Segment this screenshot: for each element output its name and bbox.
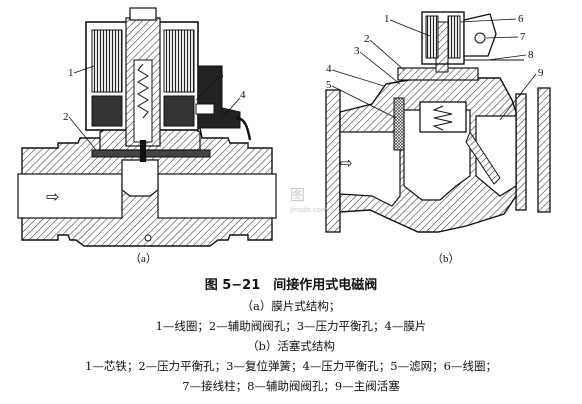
callout-b-4: 4 [326,63,332,75]
sublabel-a: （a） [130,252,157,265]
leader-b-4 [331,69,385,87]
callout-b-9: 9 [538,67,544,79]
valve-a-coil-right [163,29,195,93]
valve-a-coil-left [91,29,123,93]
callout-a-1: 1 [68,67,74,79]
flow-arrow-a: ⇨ [46,187,59,206]
callout-b-1: 1 [384,13,390,25]
diagram-b-piston-valve: ⇨ 1 2 3 4 5 6 7 8 9 （b） [325,11,551,265]
valve-b-right-flange-inner [515,93,527,211]
watermark-mark: 图 [290,186,306,204]
callout-b-3: 3 [354,45,360,57]
valve-b-partition [465,130,501,185]
valve-b-right-flange-outer [537,87,551,213]
valve-b-coil-left [425,15,439,59]
leader-b-1 [389,19,431,37]
callout-b-7: 7 [520,31,526,43]
watermark-site: jinsde.com [290,206,328,214]
valve-a-lead-plate [195,103,215,115]
diagram-a-diaphragm-valve: ⇨ 1 2 3 4 （a） [17,7,277,265]
leader-a-2 [68,116,97,151]
valve-a-yoke-right [163,95,195,127]
leader-a-4 [221,97,241,119]
valve-b-outlet-channel [475,115,517,197]
leader-b-8 [487,54,527,61]
callout-b-5: 5 [326,79,332,91]
valve-a-plunger [133,59,153,143]
caption-b-parts-line2: 7—接线柱；8—辅助阀阀孔；9—主阀活塞 [182,379,400,393]
figure-canvas: ⇨ 1 2 3 4 （a） [17,7,551,265]
leader-b-7 [485,36,519,39]
valve-a-top-nut [129,7,157,21]
valve-a-drain-hole [144,234,152,242]
callout-a-2: 2 [63,111,69,123]
valve-a-yoke-left [91,95,123,127]
valve-b-filter-screen [393,97,405,151]
valve-a-diaphragm [91,149,211,158]
valve-b-coil-right [447,15,461,59]
leader-a-1 [73,65,95,74]
valve-b-terminal-post [474,32,486,44]
valve-a-seat-passage [121,159,159,197]
leader-b-9 [499,73,537,121]
caption-b-parts-line1: 1—芯铁；2—压力平衡孔；3—复位弹簧；4—压力平衡孔；5—滤网；6—线圈； [85,359,497,373]
callout-a-3: 3 [218,69,224,81]
callout-b-2: 2 [364,33,370,45]
leader-a-3 [195,77,219,101]
valve-b-return-spring [432,105,453,131]
sublabel-b: （b） [432,252,460,265]
valve-a-inlet-bore [17,173,123,219]
callout-b-8: 8 [528,49,534,61]
caption-a-heading: （a）膜片式结构； [241,299,341,313]
callout-b-6: 6 [518,13,524,25]
caption-b-heading: （b）活塞式结构 [247,339,335,353]
valve-a-pilot-needle [140,140,146,162]
callout-a-4: 4 [240,89,246,101]
flow-arrow-b: ⇨ [340,154,353,172]
valve-b-piston [419,101,467,133]
figure-title: 图 5−21 间接作用式电磁阀 [204,278,378,293]
leader-b-6 [459,18,517,23]
leader-b-5 [331,85,397,119]
leader-b-2 [369,39,405,71]
valve-a-lead-wire [235,116,252,141]
valve-a-outlet-bore [157,173,277,219]
leader-b-3 [359,51,401,85]
valve-a-spring [137,63,149,119]
valve-b-left-flange [325,89,341,233]
caption-a-parts: 1—线圈；2—辅助阀阀孔；3—压力平衡孔；4—膜片 [155,319,427,333]
